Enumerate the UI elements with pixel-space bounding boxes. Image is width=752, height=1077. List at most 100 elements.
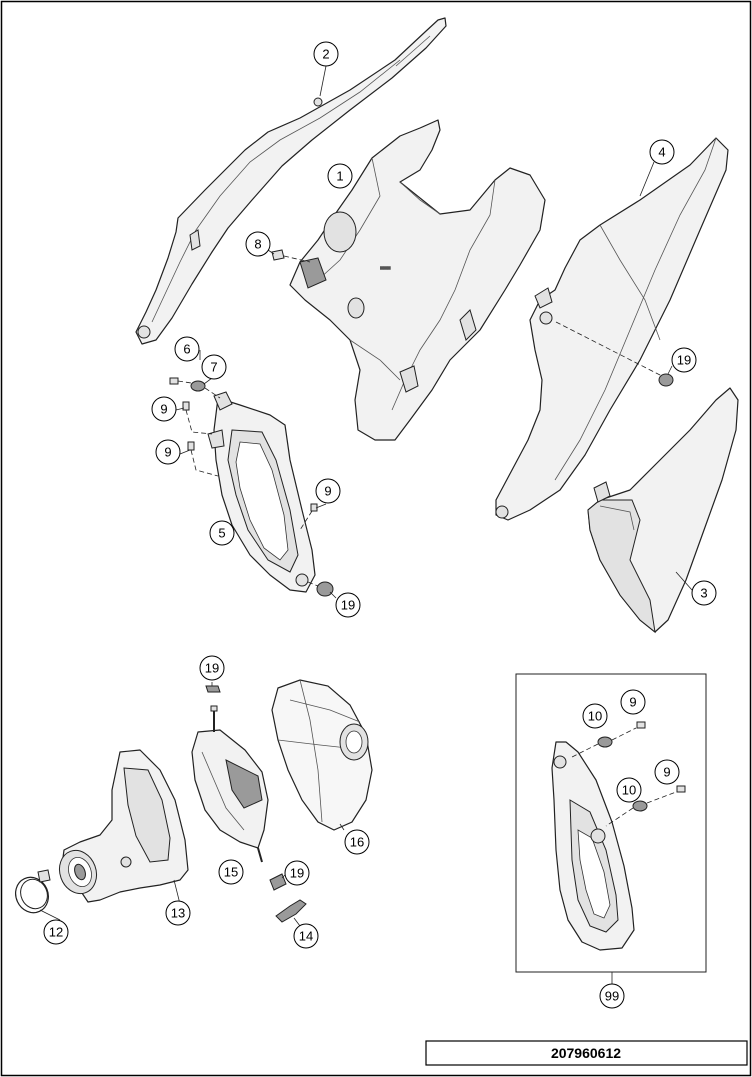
- part-9-screw-e: [676, 785, 686, 793]
- part-4-side-cover: [495, 137, 729, 521]
- callout-19: 19: [671, 347, 697, 373]
- callout-9: 9: [620, 689, 646, 715]
- callout-9: 9: [654, 759, 680, 785]
- callout-circle: [327, 163, 353, 189]
- callout-circle: [691, 580, 717, 606]
- callout-8: 8: [245, 231, 271, 257]
- callout-circle: [43, 919, 69, 945]
- fasteners-upper: [169, 249, 674, 597]
- callout-label: 19: [677, 353, 691, 368]
- callout-10: 10: [616, 777, 642, 803]
- callout-circle: [174, 336, 200, 362]
- callout-13: 13: [165, 900, 191, 926]
- callout-19: 19: [199, 655, 225, 681]
- callout-label: 10: [588, 709, 602, 724]
- callout-label: 3: [700, 586, 707, 601]
- callout-19: 19: [335, 592, 361, 618]
- callout-label: 14: [299, 929, 313, 944]
- callout-label: 15: [224, 865, 238, 880]
- callout-circle: [335, 592, 361, 618]
- callout-16: 16: [344, 829, 370, 855]
- callout-label: 19: [341, 598, 355, 613]
- callout-7: 7: [201, 354, 227, 380]
- callout-label: 1: [336, 169, 343, 184]
- callout-circle: [620, 689, 646, 715]
- part-3-filter-cover: [587, 387, 739, 634]
- part-14-bracket: [275, 899, 307, 923]
- part-9-screw-d: [636, 721, 646, 729]
- callout-label: 12: [49, 925, 63, 940]
- callout-9: 9: [151, 396, 177, 422]
- callout-circle: [671, 347, 697, 373]
- callout-99: 99: [599, 983, 625, 1009]
- callout-label: 99: [605, 989, 619, 1004]
- callout-label: 5: [218, 526, 225, 541]
- callout-2: 2: [313, 41, 339, 67]
- callout-1: 1: [327, 163, 353, 189]
- callout-circle: [616, 777, 642, 803]
- callout-4: 4: [649, 139, 675, 165]
- callout-12: 12: [43, 919, 69, 945]
- callout-circle: [582, 703, 608, 729]
- detail-box-99: [515, 673, 707, 986]
- part-13-intake-boot: [58, 749, 189, 903]
- callout-label: 4: [658, 145, 665, 160]
- part-9-screw-b: [187, 441, 219, 477]
- callout-10: 10: [582, 703, 608, 729]
- callout-circle: [155, 439, 181, 465]
- part-1-airbox: ≡≡≡: [289, 119, 546, 441]
- callout-circle: [209, 520, 235, 546]
- part-16-air-filter: [271, 679, 373, 831]
- document-number-bar: 207960612: [425, 1040, 748, 1066]
- part-99-cover-assembly: [551, 741, 635, 951]
- part-12-hose-clamp: [15, 869, 51, 914]
- callout-circle: [315, 478, 341, 504]
- callout-circle: [245, 231, 271, 257]
- callout-label: 6: [183, 342, 190, 357]
- callout-circle: [313, 41, 339, 67]
- callout-9: 9: [155, 439, 181, 465]
- part-2-shroud-strip: [135, 17, 447, 345]
- callout-label: 9: [629, 695, 636, 710]
- callout-circle: [165, 900, 191, 926]
- callout-circle: [284, 860, 310, 886]
- callout-9: 9: [315, 478, 341, 504]
- part-10-washer-b: [605, 791, 677, 827]
- callout-circle: [199, 655, 225, 681]
- callout-circle: [151, 396, 177, 422]
- part-8-nut: [271, 249, 311, 263]
- callout-label: 13: [171, 906, 185, 921]
- document-number: 207960612: [551, 1045, 621, 1061]
- callout-circle: [293, 923, 319, 949]
- callout-label: 19: [205, 661, 219, 676]
- part-9-screw-a: [182, 401, 213, 435]
- callout-19: 19: [284, 860, 310, 886]
- part-19-grommet-c: [205, 685, 221, 693]
- callout-6: 6: [174, 336, 200, 362]
- callout-circle: [344, 829, 370, 855]
- part-19-grommet-a: [555, 321, 674, 387]
- callout-14: 14: [293, 923, 319, 949]
- callout-label: 9: [164, 445, 171, 460]
- callout-circle: [654, 759, 680, 785]
- callout-label: 9: [160, 402, 167, 417]
- callout-label: 9: [324, 484, 331, 499]
- svg-text:≡≡≡: ≡≡≡: [380, 266, 391, 272]
- callout-label: 19: [290, 866, 304, 881]
- part-10-washer-a: [569, 727, 637, 759]
- callout-label: 16: [350, 835, 364, 850]
- callout-3: 3: [691, 580, 717, 606]
- callout-circle: [201, 354, 227, 380]
- part-7-grommet: [190, 380, 221, 399]
- callout-label: 8: [254, 237, 261, 252]
- callout-circle: [649, 139, 675, 165]
- callout-label: 9: [663, 765, 670, 780]
- callout-circle: [218, 859, 244, 885]
- callout-label: 7: [210, 360, 217, 375]
- callout-label: 10: [622, 783, 636, 798]
- callout-5: 5: [209, 520, 235, 546]
- callout-circle: [599, 983, 625, 1009]
- part-5-filter-holder: [207, 391, 316, 593]
